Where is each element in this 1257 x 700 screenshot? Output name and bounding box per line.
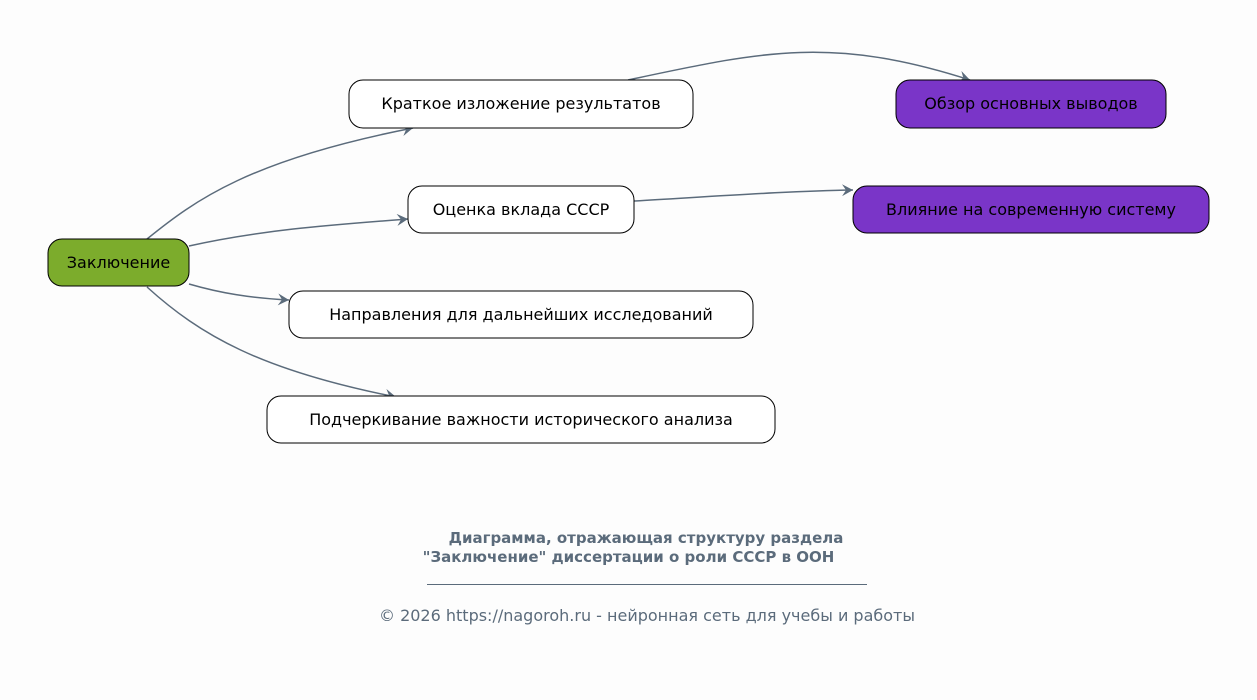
- node-root[interactable]: Заключение: [47, 238, 190, 287]
- edge-root-to-directions: [188, 283, 290, 306]
- node-summary[interactable]: Краткое изложение результатов: [348, 79, 694, 129]
- caption-divider: [427, 584, 867, 585]
- edge-root-to-assessment: [188, 213, 409, 247]
- caption-line-2: "Заключение" диссертации о роли СССР в О…: [422, 548, 835, 566]
- node-label: Заключение: [67, 253, 170, 272]
- node-label: Влияние на современную систему: [886, 200, 1176, 219]
- node-label: Обзор основных выводов: [924, 94, 1137, 113]
- node-label: Подчеркивание важности исторического ана…: [309, 410, 733, 429]
- node-assessment[interactable]: Оценка вклада СССР: [407, 185, 635, 234]
- node-label: Краткое изложение результатов: [381, 94, 660, 113]
- node-influence[interactable]: Влияние на современную систему: [852, 185, 1210, 234]
- node-label: Направления для дальнейших исследований: [329, 305, 713, 324]
- footer-copyright: © 2026 https://nagoroh.ru - нейронная се…: [378, 606, 915, 625]
- edge-root-to-emphasis: [146, 286, 397, 401]
- edge-root-to-summary: [146, 124, 414, 240]
- edge-summary-to-overview: [627, 51, 971, 83]
- node-label: Оценка вклада СССР: [433, 200, 610, 219]
- node-emphasis[interactable]: Подчеркивание важности исторического ана…: [266, 395, 776, 444]
- caption-line-1: Диаграмма, отражающая структуру раздела: [448, 529, 844, 547]
- edge-assessment-to-influence: [633, 184, 854, 202]
- node-directions[interactable]: Направления для дальнейших исследований: [288, 290, 754, 339]
- node-overview[interactable]: Обзор основных выводов: [895, 79, 1167, 129]
